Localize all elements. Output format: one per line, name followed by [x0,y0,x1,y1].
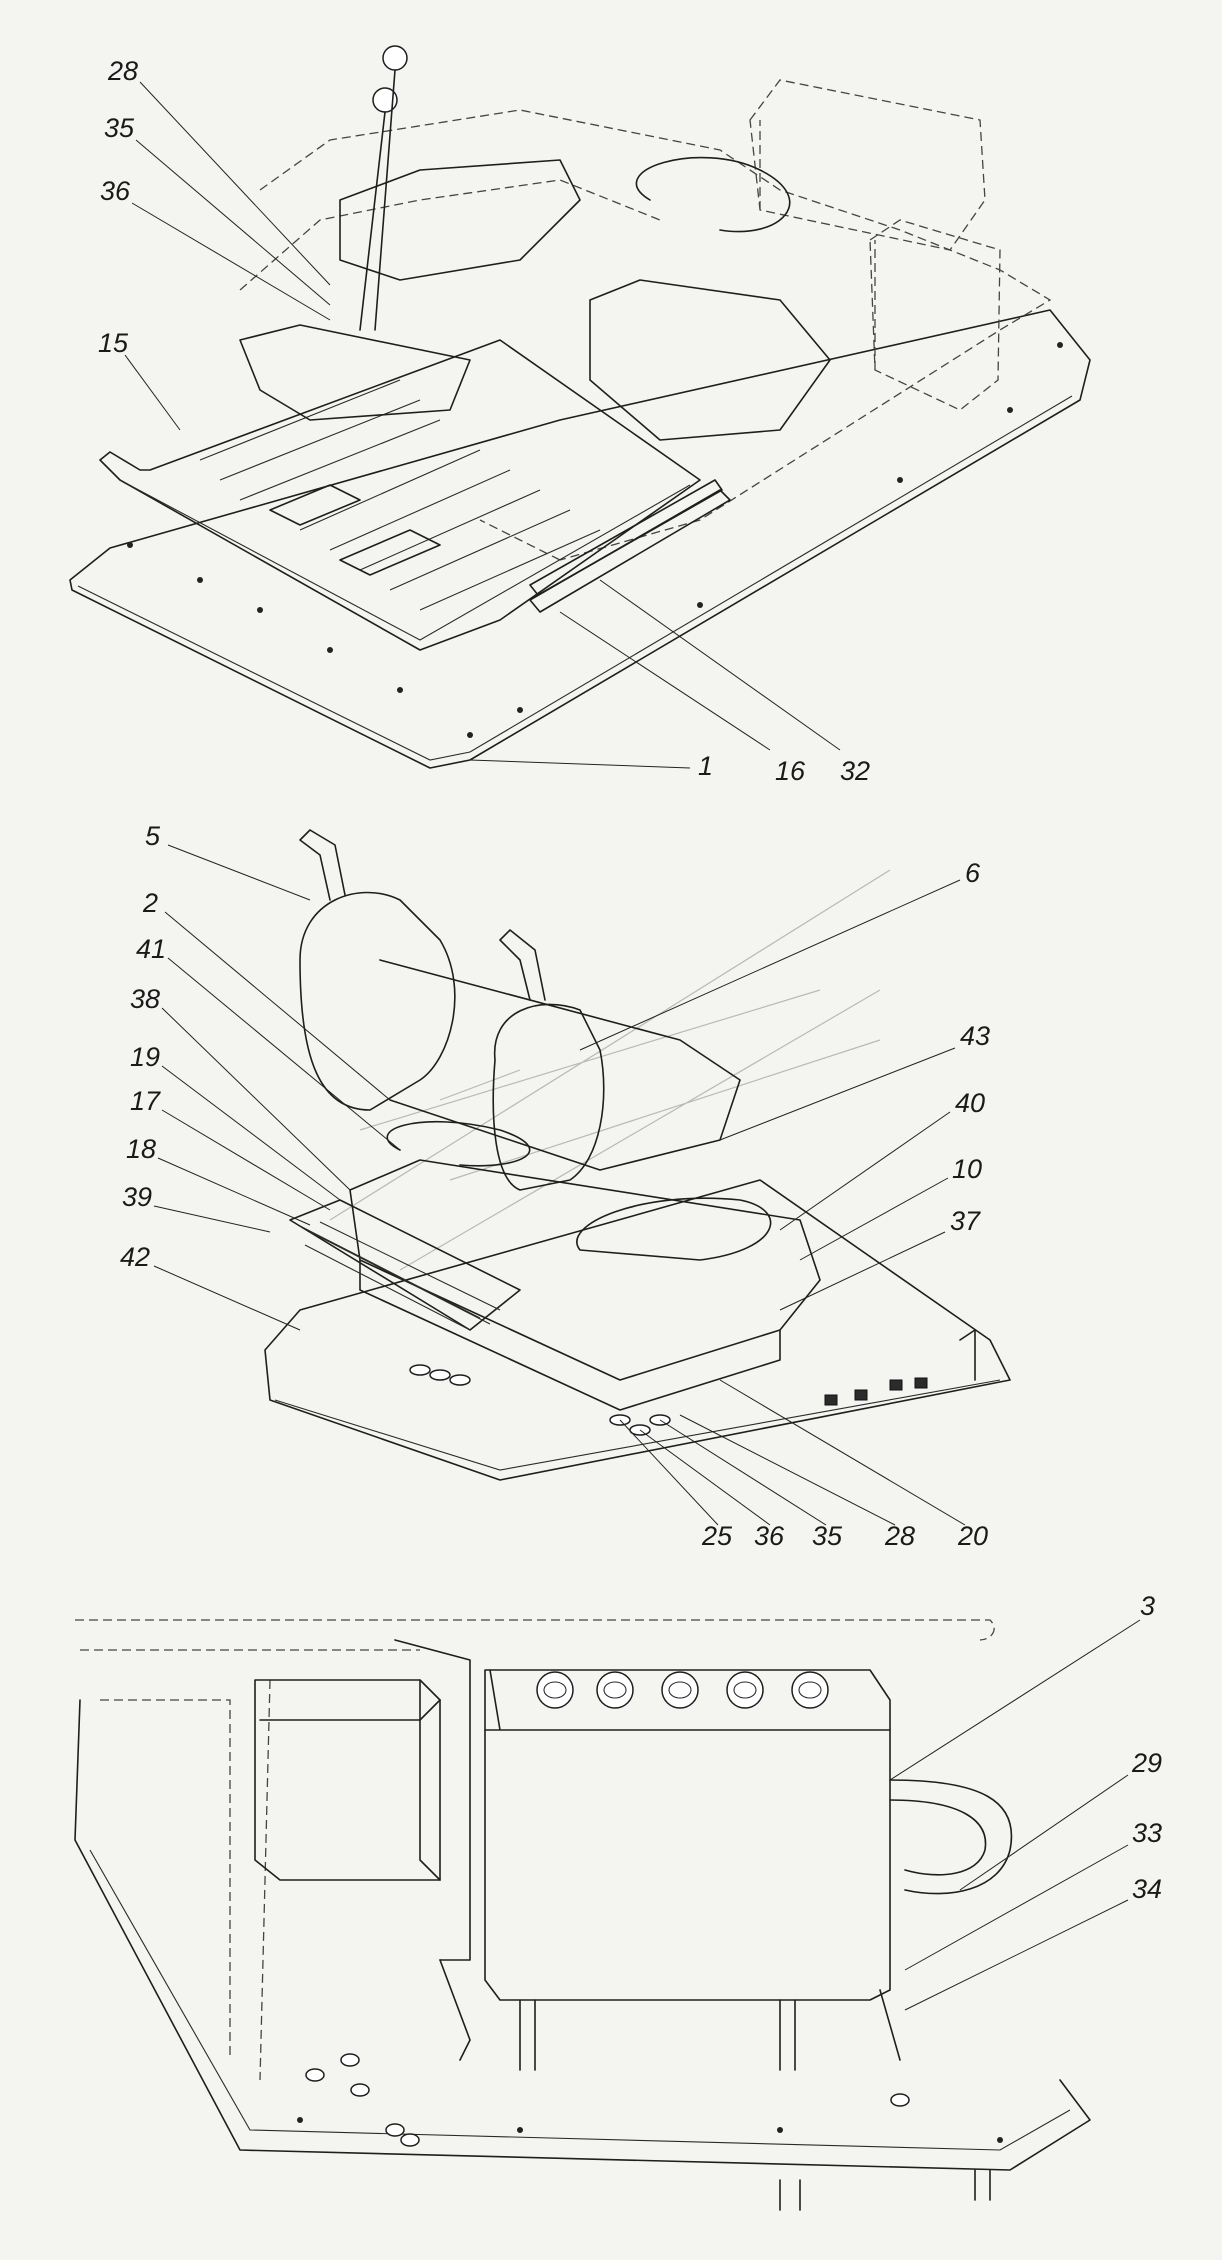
callout-20: 20 [957,1521,988,1551]
frame-outline [75,1619,995,2081]
callout-28-top: 28 [107,56,138,86]
callout-43: 43 [960,1021,990,1051]
watermark [329,869,891,1271]
joystick-console-6 [492,1003,605,1191]
callout-6: 6 [965,858,981,888]
floor-plate-3 [74,1699,1091,2171]
heater-unit-3 [484,1669,891,2001]
callout-32: 32 [840,756,870,786]
callout-34: 34 [1132,1874,1162,1904]
view-2-control-consoles [264,829,1011,1481]
callout-25: 25 [701,1521,733,1551]
callout-29: 29 [1131,1748,1162,1778]
battery-box-1 [749,79,986,251]
battery-box [254,1679,441,1881]
mounting-strip-16 [529,489,731,613]
callout-1: 1 [698,751,713,781]
callout-16: 16 [775,756,806,786]
pipe-29 [889,1779,1013,1895]
callout-17: 17 [130,1086,161,1116]
joystick-console-5 [299,891,456,1111]
callout-labels: 28 35 36 15 1 16 32 5 2 41 38 19 17 18 3… [98,56,1162,2011]
floor-plate-2 [264,1179,1011,1481]
callout-42: 42 [120,1242,150,1272]
callout-3: 3 [1140,1591,1155,1621]
grille-panel-42 [289,1199,521,1331]
hose-loop-40 [576,1197,772,1261]
floor-frame [99,339,701,651]
callout-35-top: 35 [104,113,135,143]
callout-10: 10 [952,1154,982,1184]
callout-41: 41 [136,934,166,964]
callout-28-mid: 28 [884,1521,915,1551]
callout-37: 37 [950,1206,981,1236]
callout-36-mid: 36 [754,1521,785,1551]
cab-outline [259,109,1052,561]
callout-19: 19 [130,1042,160,1072]
callout-39: 39 [122,1182,152,1212]
callout-33: 33 [1132,1818,1162,1848]
view-3-heater-installation [74,1619,1091,2211]
callout-2: 2 [142,888,158,918]
joystick-console-left [339,159,581,281]
view-1-floor-assembly [69,45,1091,769]
battery-box-2 [869,219,1001,411]
heater-unit-20 [349,1159,821,1381]
floor-plate [69,309,1091,769]
callout-15: 15 [98,328,129,358]
callout-36-top: 36 [100,176,131,206]
callout-35-mid: 35 [812,1521,843,1551]
callout-18: 18 [126,1134,156,1164]
callout-5: 5 [145,821,161,851]
joystick-console-right [589,279,831,441]
bracket-15 [239,324,471,421]
callout-40: 40 [955,1088,985,1118]
mounting-strip-32 [529,479,723,596]
callout-38: 38 [130,984,160,1014]
